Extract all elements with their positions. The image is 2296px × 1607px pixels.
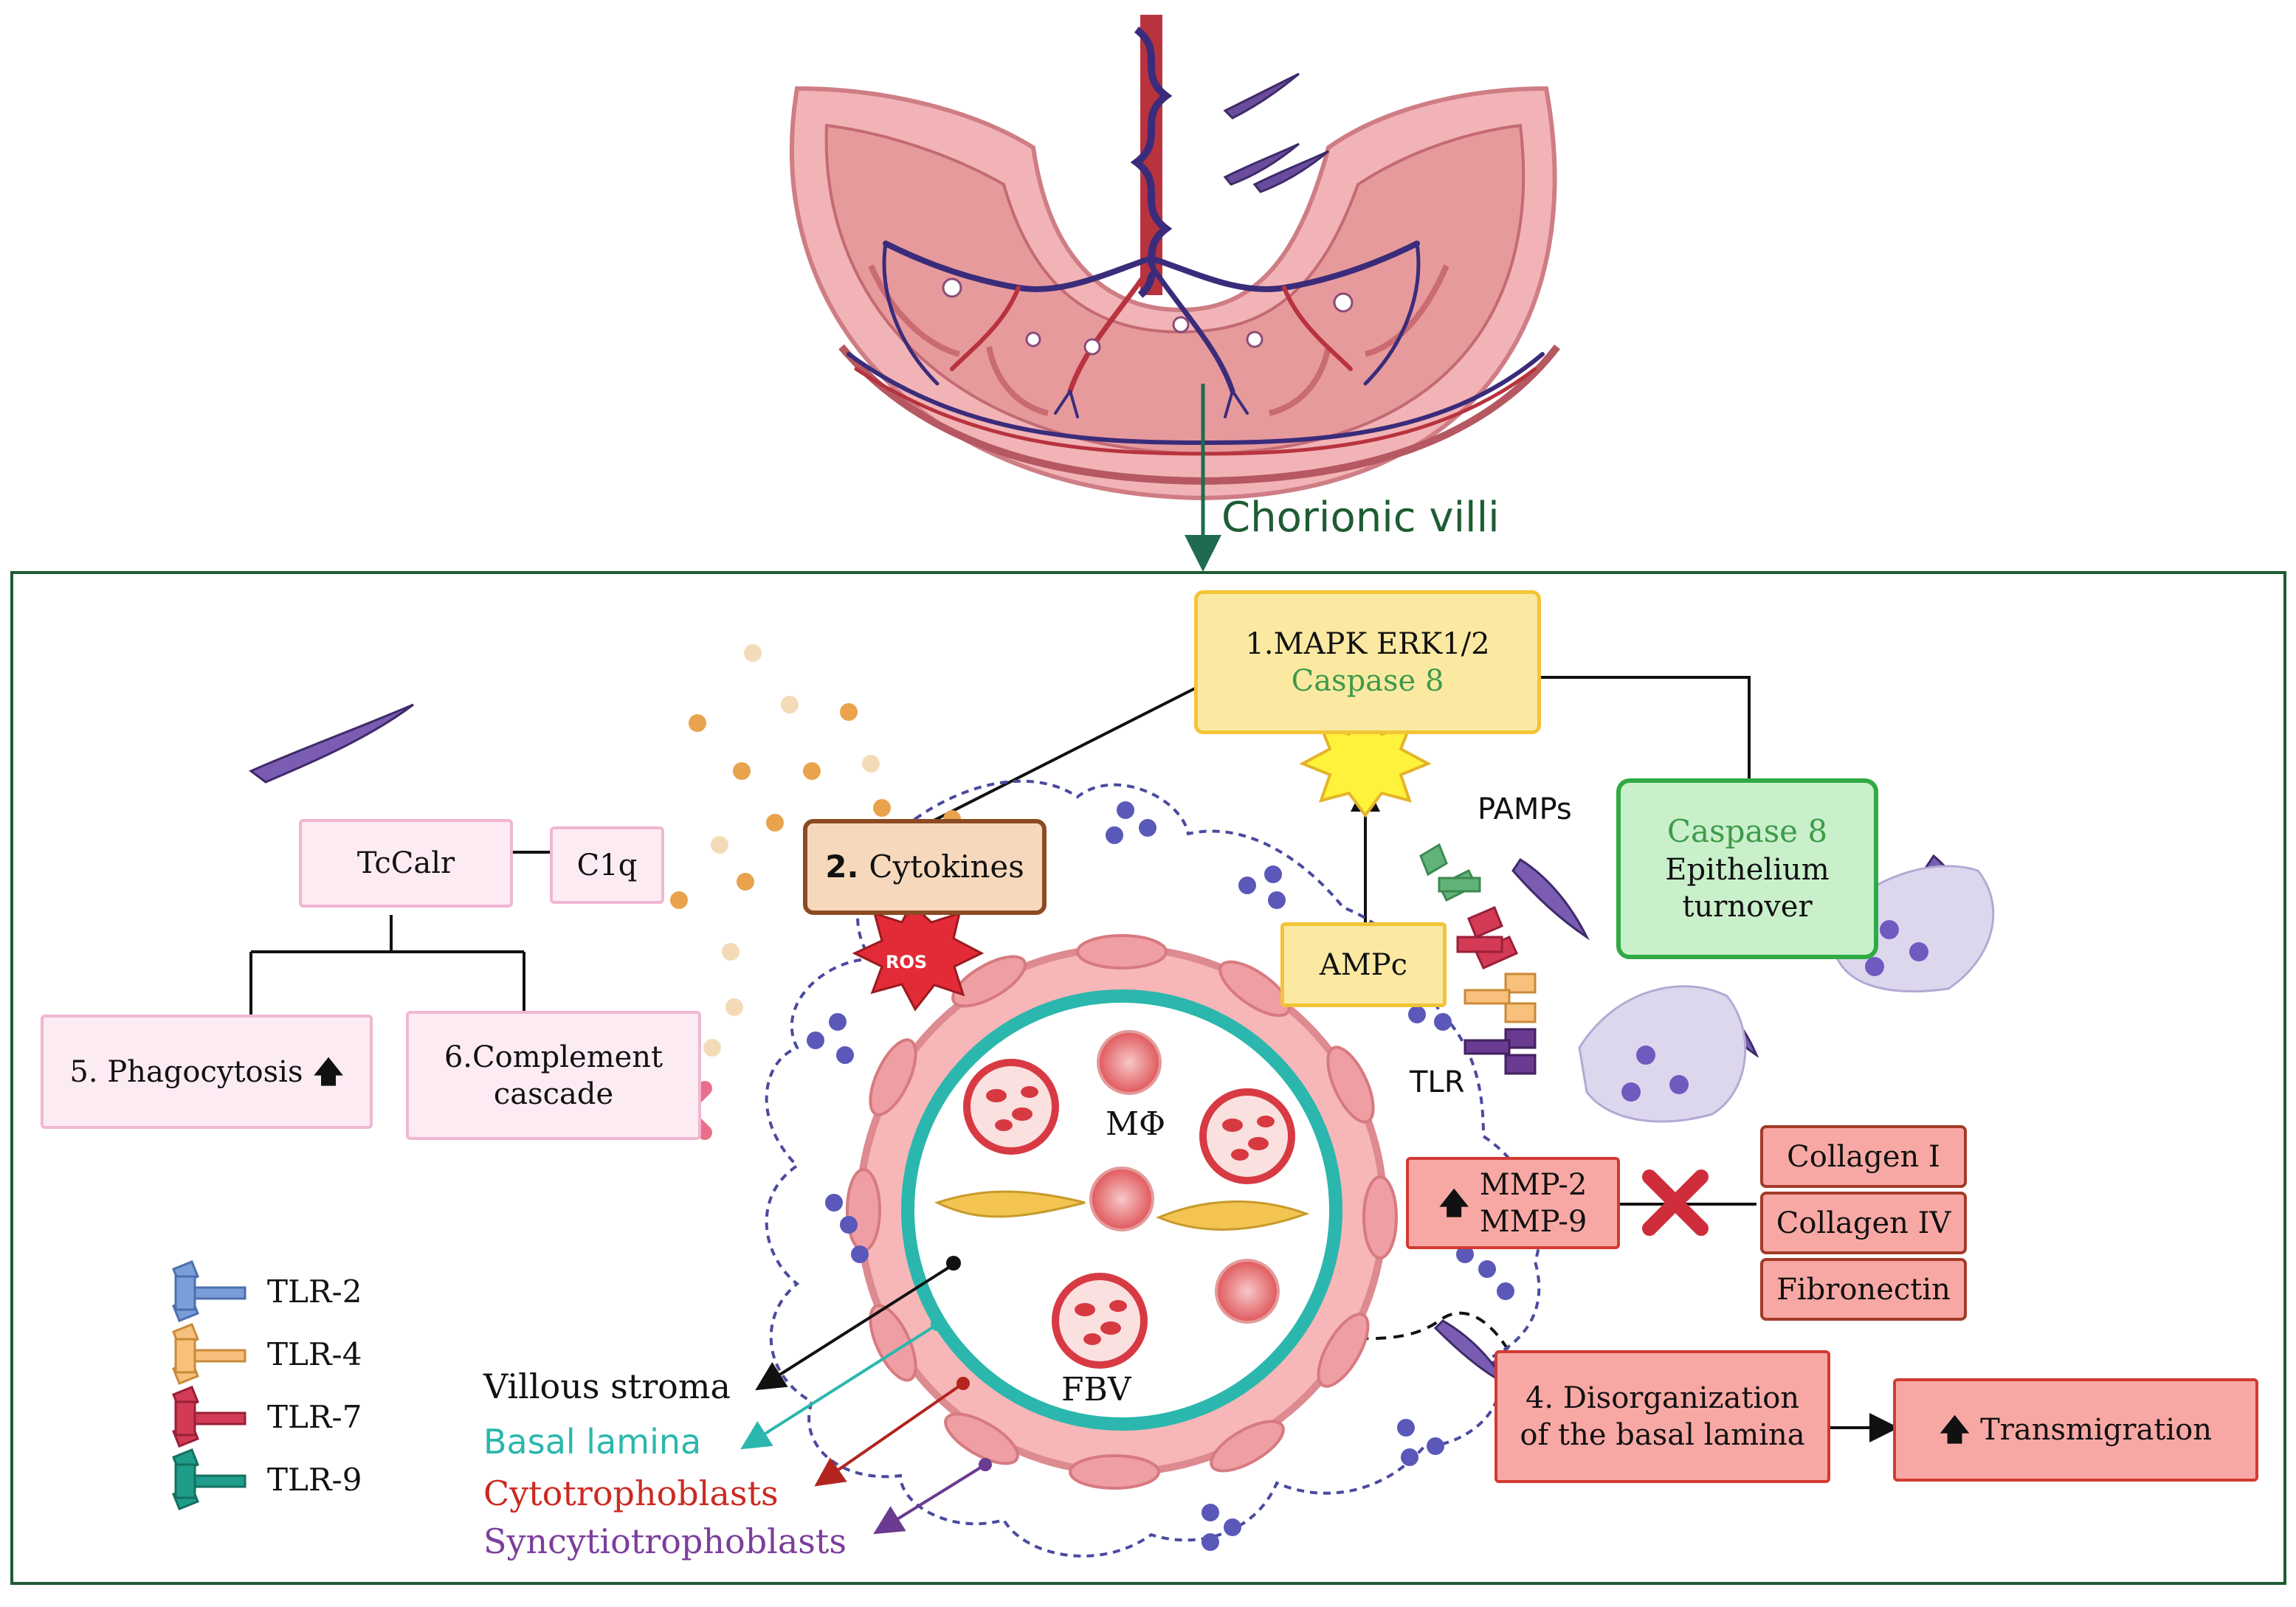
mapk-box: 1.MAPK ERK1/2 Caspase 8 — [1194, 590, 1541, 734]
complement-line2: cascade — [493, 1076, 614, 1111]
caspase-epithelium-line3: turnover — [1682, 889, 1813, 924]
activation-star-icon — [1299, 709, 1432, 818]
arrow-up-icon: 🡅 — [313, 1054, 344, 1089]
arrow-up-icon: 🡅 — [1939, 1413, 1971, 1447]
complement-box: 6.Complement cascade — [406, 1011, 701, 1140]
disorganization-line2: of the basal lamina — [1520, 1418, 1805, 1452]
main-frame — [10, 571, 2286, 1585]
placenta-inner — [824, 123, 1526, 456]
tlr-receptor-cluster — [1419, 843, 1537, 1075]
syncytiotrophoblasts-label: Syncytiotrophoblasts — [483, 1521, 847, 1561]
mapk-label: 1.MAPK ERK1/2 — [1245, 626, 1490, 661]
phagocytosis-label: 5. Phagocytosis — [69, 1054, 303, 1089]
collagen4-label: Collagen IV — [1776, 1206, 1951, 1240]
placenta-illustration — [789, 15, 1560, 501]
disorganization-line1: 4. Disorganization — [1525, 1381, 1800, 1415]
caspase-epithelium-box: Caspase 8 Epithelium turnover — [1616, 778, 1878, 959]
caspase-epithelium-line2: Epithelium — [1665, 852, 1830, 887]
collagen1-box: Collagen I — [1760, 1125, 1967, 1188]
tlr-label: TLR — [1409, 1065, 1465, 1099]
tccalr-box: TcCalr — [299, 819, 513, 908]
tlr4-icon — [172, 1323, 247, 1385]
chorionic-villi-label: Chorionic villi — [1221, 494, 1500, 542]
fibronectin-label: Fibronectin — [1776, 1272, 1951, 1307]
basal-lamina-label: Basal lamina — [483, 1422, 701, 1462]
chorionic-villus — [765, 779, 1542, 1558]
cell-nuclei — [807, 801, 1514, 1551]
caspase-epithelium-caspase: Caspase 8 — [1666, 813, 1828, 850]
c1q-label: C1q — [576, 848, 638, 882]
mmp2-label: MMP-2 — [1479, 1167, 1587, 1202]
collagen1-label: Collagen I — [1787, 1139, 1940, 1174]
disorganization-box: 4. Disorganization of the basal lamina — [1495, 1350, 1830, 1483]
macrophages — [1089, 1030, 1280, 1324]
c1q-box: C1q — [550, 826, 664, 904]
ampc-label: AMPc — [1319, 947, 1408, 982]
fibroblasts — [934, 1190, 1310, 1231]
mapk-caspase-label: Caspase 8 — [1291, 663, 1444, 698]
parasite-icon — [1223, 72, 1329, 193]
cytotrophoblasts-label: Cytotrophoblasts — [483, 1473, 779, 1513]
tlr7-icon — [172, 1386, 247, 1448]
transmigration-label: Transmigration — [1980, 1413, 2213, 1447]
fibronectin-box: Fibronectin — [1760, 1258, 1967, 1321]
villous-stroma-label: Villous stroma — [483, 1366, 731, 1406]
cytokines-number: 2. — [825, 848, 859, 885]
macrophage-label: MΦ — [1106, 1105, 1165, 1143]
ros-label: ROS — [886, 952, 927, 972]
arrow-up-icon: 🡅 — [1438, 1186, 1469, 1220]
tlr9-icon — [172, 1448, 247, 1510]
legend-label-tlr7: TLR-7 — [267, 1399, 362, 1435]
mmp9-label: MMP-9 — [1479, 1204, 1587, 1239]
transmigration-box: 🡅 Transmigration — [1893, 1378, 2258, 1482]
cytokines-box: 2. Cytokines — [803, 819, 1047, 915]
complement-line1: 6.Complement — [444, 1040, 663, 1074]
villus-label-arrows — [740, 1264, 987, 1535]
legend-label-tlr9: TLR-9 — [267, 1462, 362, 1498]
fetal-blood-vessels — [963, 1059, 1295, 1369]
cytokines-label: Cytokines — [869, 848, 1024, 885]
pamps-label: PAMPs — [1478, 792, 1572, 826]
legend-label-tlr2: TLR-2 — [267, 1273, 362, 1310]
fbv-label: FBV — [1061, 1371, 1132, 1409]
legend-icons — [172, 1260, 247, 1510]
ampc-box: AMPc — [1280, 922, 1447, 1007]
syncytiotrophoblast-layer — [765, 779, 1542, 1558]
tlr2-icon — [172, 1260, 247, 1322]
inhibition-x-icon — [1642, 1169, 1709, 1236]
phagocytosis-box: 5. Phagocytosis 🡅 — [41, 1015, 373, 1129]
legend-label-tlr4: TLR-4 — [267, 1336, 362, 1372]
ros-burst-icon — [852, 902, 985, 1012]
collagen4-box: Collagen IV — [1760, 1192, 1967, 1254]
tccalr-label: TcCalr — [356, 846, 455, 880]
